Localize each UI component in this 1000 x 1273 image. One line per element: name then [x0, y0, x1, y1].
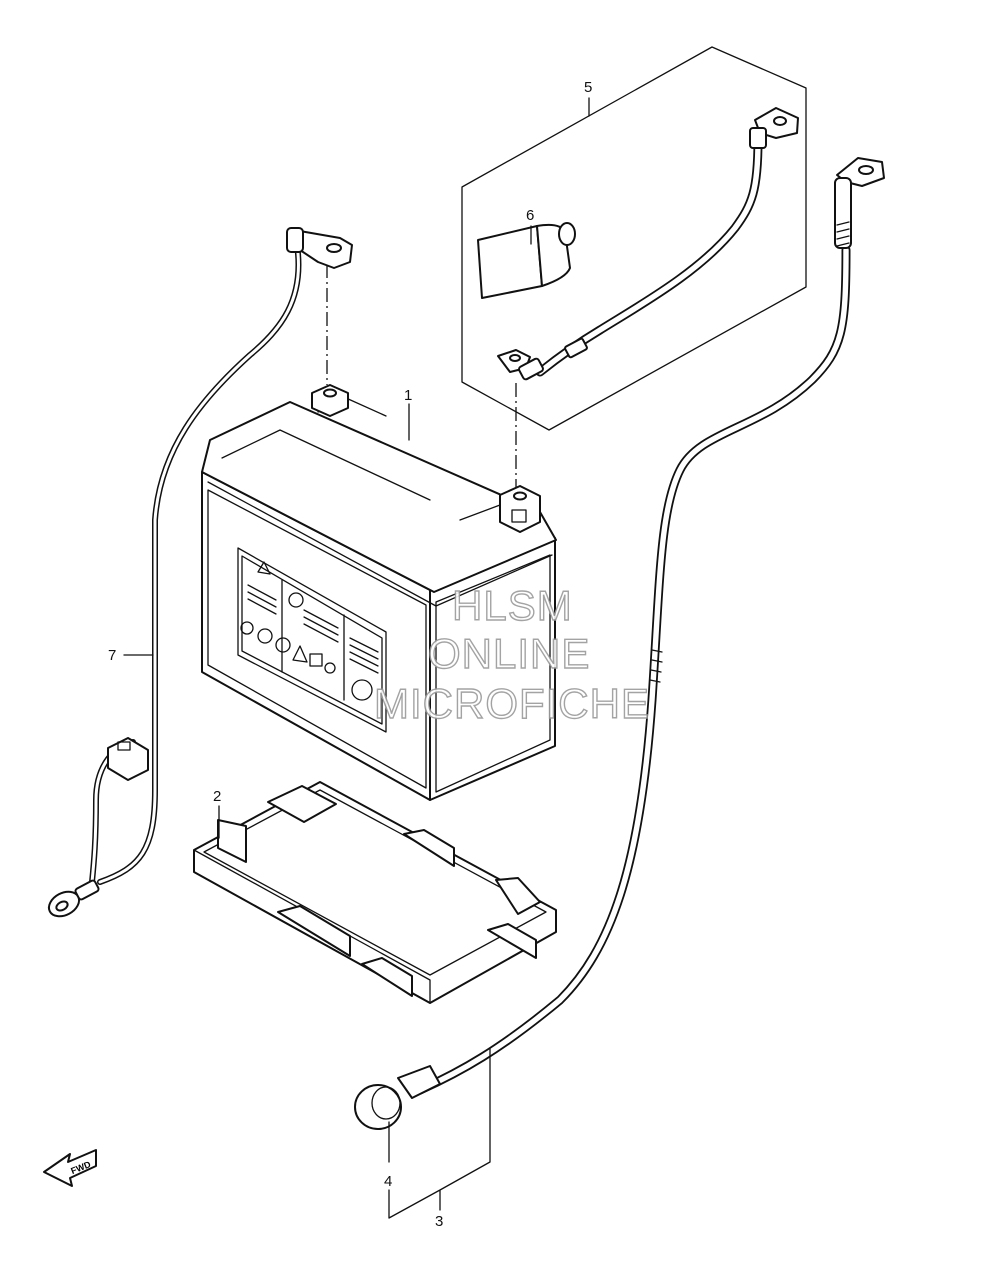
callout-6: 6: [526, 207, 534, 224]
battery-tray: [193, 781, 557, 1004]
callout-5: 5: [584, 79, 592, 96]
callout-7: 7: [108, 647, 116, 664]
callout-1: 1: [404, 387, 412, 404]
ground-lead-wire: [47, 227, 353, 918]
positive-cable: [497, 107, 799, 381]
callout-4: 4: [384, 1173, 392, 1190]
positive-cable-kit-box: [461, 46, 807, 431]
callout-3: 3: [435, 1213, 443, 1230]
watermark-line-3: MICROFICHE: [373, 679, 650, 727]
watermark-line-1: HLSM: [451, 581, 573, 629]
callout-leaders: [123, 97, 590, 1219]
battery: [201, 384, 557, 801]
watermark-line-2: ONLINE: [427, 629, 591, 677]
callout-2: 2: [213, 788, 221, 805]
forward-arrow-icon: FWD: [43, 1149, 97, 1187]
negative-cable: [354, 157, 885, 1130]
positive-terminal-cap: [477, 222, 576, 299]
terminal-cover: [354, 1084, 402, 1130]
